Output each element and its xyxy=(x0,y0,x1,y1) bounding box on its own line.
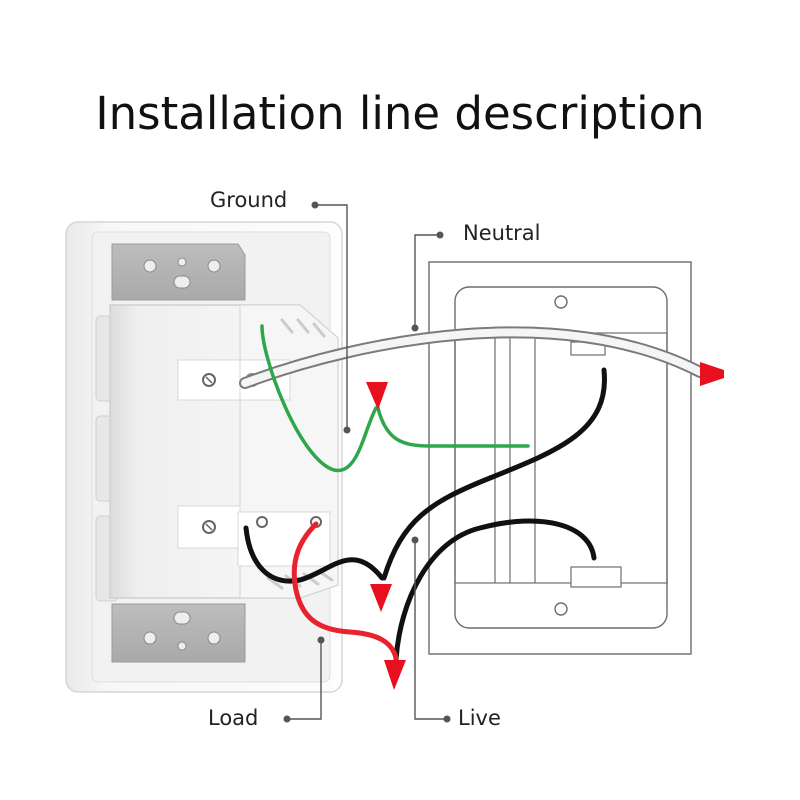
load-connector xyxy=(384,660,406,690)
neutral-connector xyxy=(700,362,724,386)
load-label: Load xyxy=(208,706,258,730)
wall-box xyxy=(428,261,692,655)
live-wire xyxy=(243,367,607,663)
smart-switch xyxy=(65,221,343,693)
ground-wire xyxy=(260,324,530,473)
ground-connector xyxy=(366,382,388,410)
neutral-wire xyxy=(239,326,706,389)
callout-live: Live xyxy=(411,536,501,730)
line-connector xyxy=(370,584,392,612)
load-wire xyxy=(291,521,399,661)
ground-label: Ground xyxy=(210,188,287,212)
callout-ground: Ground xyxy=(210,188,351,434)
wire-connectors xyxy=(366,362,724,690)
callout-neutral: Neutral xyxy=(411,221,541,332)
page-title: Installation line description xyxy=(95,87,705,140)
neutral-label: Neutral xyxy=(463,221,541,245)
live-label: Live xyxy=(458,706,501,730)
callout-load: Load xyxy=(208,636,325,730)
